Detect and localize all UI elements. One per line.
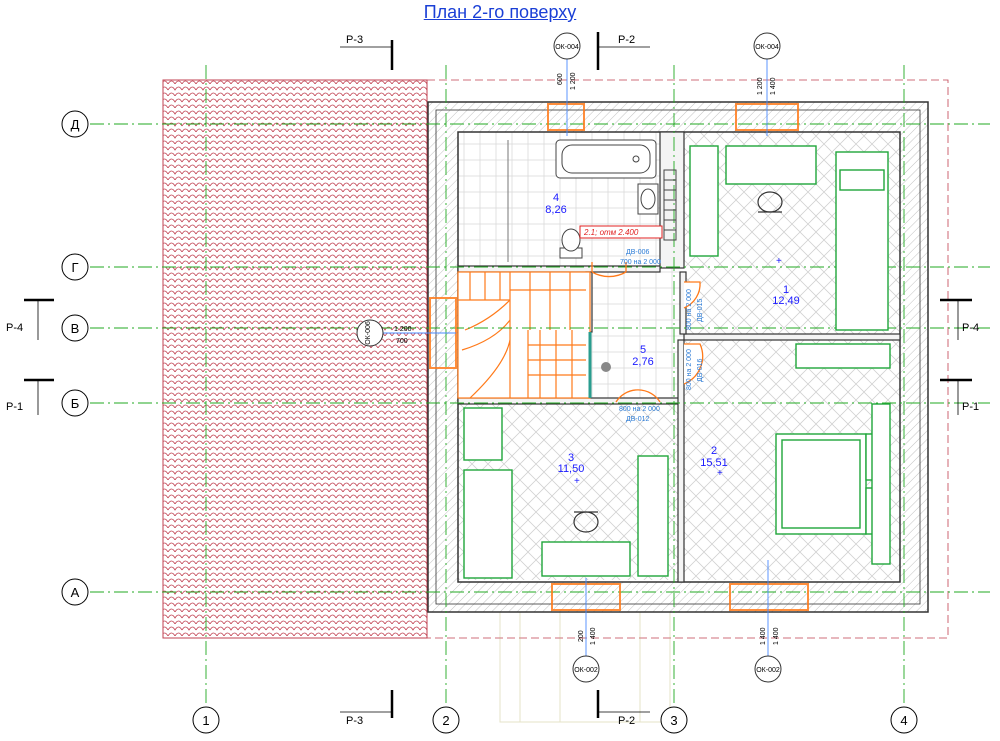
staircase	[457, 271, 591, 399]
section-p2-bottom: Р-2	[618, 715, 635, 727]
plan-title: План 2-го поверху	[423, 2, 577, 22]
door-dv016-size: 800 на 2 000	[686, 349, 693, 390]
room5-num: 5	[640, 344, 646, 356]
axis-B: Б	[71, 396, 80, 411]
dim-1200-top-a: 1 200	[570, 72, 577, 90]
room3-num: 3	[568, 452, 574, 464]
section-p2-top: Р-2	[618, 34, 635, 46]
ok002-label-right: ОК-002	[756, 667, 780, 674]
bathtub	[555, 139, 657, 179]
room4-num: 4	[553, 192, 559, 204]
stair-marker	[601, 362, 611, 372]
section-p1-right: Р-1	[962, 401, 979, 413]
window-tag-ok002-right	[754, 655, 782, 683]
window-tag-ok006	[356, 319, 384, 347]
section-p3-bottom: Р-3	[346, 715, 363, 727]
dim-700-left: 700	[396, 338, 408, 345]
sink	[637, 183, 659, 215]
dim-1400-top: 1 400	[770, 77, 777, 95]
svg-text:+: +	[717, 468, 723, 479]
dim-1200-left: 1 200	[394, 326, 412, 333]
axis-A: А	[71, 585, 80, 600]
axis-G: Г	[71, 260, 78, 275]
ok004-label-right: ОК-004	[755, 44, 779, 51]
section-markers	[24, 32, 972, 718]
wall-room1-room2	[683, 333, 901, 341]
toilet	[559, 228, 583, 259]
section-p3-top: Р-3	[346, 34, 363, 46]
axis-V: В	[71, 321, 80, 336]
window-tag-ok004-right	[753, 32, 781, 60]
outer-walls	[427, 101, 929, 613]
wall-room2-left	[677, 339, 685, 583]
ok004-label-left: ОК-004	[555, 44, 579, 51]
svg-text:+: +	[574, 476, 580, 487]
door-dv016: ДВ-016	[697, 358, 704, 382]
door-dv006-size: 700 на 2 000	[620, 259, 661, 266]
room5-area: 2,76	[632, 356, 653, 368]
window-tag-ok002-left	[572, 655, 600, 683]
room3-area: 11,50	[558, 463, 585, 475]
roof-outline	[162, 79, 949, 639]
ok002-label-left: ОК-002	[574, 667, 598, 674]
hall-floor	[590, 268, 684, 402]
door-dv015: ДВ-015	[697, 298, 704, 322]
door-dv012-size: 800 на 2 000	[619, 406, 660, 413]
axis-2: 2	[442, 713, 449, 728]
door-dv015-size: 800 на 2 000	[686, 289, 693, 330]
furniture	[463, 145, 891, 579]
doors	[588, 262, 704, 403]
axis-D: Д	[71, 117, 80, 132]
room2-num: 2	[711, 445, 717, 457]
section-p4-right: Р-4	[962, 322, 979, 334]
dim-600-top: 600	[557, 73, 564, 85]
section-p1-left: Р-1	[6, 401, 23, 413]
door-dv012: ДВ-012	[626, 416, 650, 423]
room2-area: 15,51	[700, 457, 728, 469]
chairs	[573, 191, 783, 533]
axis-4: 4	[900, 713, 907, 728]
level-note-box	[579, 225, 663, 239]
svg-text:+: +	[776, 256, 782, 267]
dim-200-bot: 200	[578, 630, 585, 642]
door-dv006: ДВ-006	[626, 249, 650, 256]
roof-tiles	[162, 79, 428, 639]
dim-1400-bot-b: 1 400	[760, 627, 767, 645]
dim-1400-bot-c: 1 400	[773, 627, 780, 645]
radiator-bath	[663, 169, 677, 241]
dim-1400-bot-a: 1 400	[590, 627, 597, 645]
room1-num: 1	[783, 284, 789, 296]
ok006-label: ОК-006	[365, 321, 372, 345]
level-note: 2.1; отм 2.400	[583, 228, 639, 237]
dim-1200-top-b: 1 200	[757, 77, 764, 95]
room1-area: 12,49	[772, 295, 800, 307]
window-tag-ok004-left	[553, 32, 581, 60]
grid-lines	[90, 65, 990, 705]
section-p4-left: Р-4	[6, 322, 23, 334]
room4-area: 8,26	[545, 204, 566, 216]
axis-3: 3	[670, 713, 677, 728]
axis-1: 1	[202, 713, 209, 728]
